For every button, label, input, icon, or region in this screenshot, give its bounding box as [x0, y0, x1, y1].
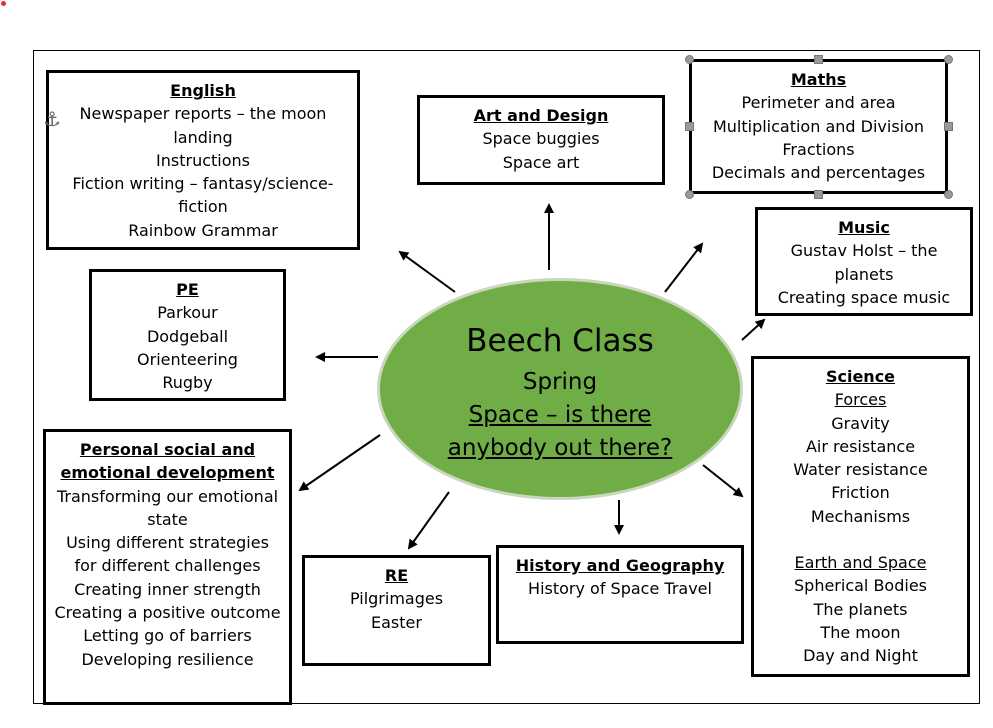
term-label: Spring: [522, 369, 598, 395]
art-line: Space buggies: [482, 129, 600, 149]
pe-line: Rugby: [162, 373, 213, 393]
re-line: Pilgrimages: [349, 589, 444, 609]
re-box: RE Pilgrimages Easter: [302, 555, 491, 666]
topic-line: anybody out there?: [447, 435, 673, 461]
pshe-line: Letting go of barriers: [83, 626, 252, 646]
history-line: History of Space Travel: [528, 579, 712, 599]
music-title: Music: [838, 218, 890, 237]
resize-handle-bottom-right[interactable]: [944, 190, 953, 199]
english-line: Newspaper reports – the moon: [79, 104, 327, 124]
art-line: Space art: [502, 152, 580, 172]
red-dot-marker: [1, 1, 6, 6]
pshe-line: Using different strategies: [66, 533, 269, 553]
resize-handle-top-left[interactable]: [685, 55, 694, 64]
pshe-line: Developing resilience: [81, 649, 254, 669]
pe-title: PE: [176, 280, 199, 299]
science-line: Water resistance: [793, 460, 928, 480]
arrow-to-re: [407, 491, 450, 550]
arrow-to-science: [702, 464, 744, 498]
pshe-title: Personal social and: [79, 440, 256, 459]
pshe-box: Personal social and emotional developmen…: [43, 429, 292, 705]
english-line: Fiction writing – fantasy/science-: [72, 174, 334, 194]
maths-title: Maths: [790, 70, 847, 89]
spacer: [754, 528, 967, 551]
arrow-to-english: [398, 250, 456, 293]
science-box: Science Forces Gravity Air resistance Wa…: [751, 356, 970, 677]
page-frame: [33, 50, 980, 704]
arrow-to-music: [741, 318, 766, 341]
pe-line: Orienteering: [137, 349, 238, 369]
science-subheading-forces: Forces: [834, 390, 887, 410]
science-line: Day and Night: [803, 646, 918, 666]
science-line: Air resistance: [805, 436, 916, 456]
science-line: Gravity: [831, 413, 890, 433]
class-title: Beech Class: [466, 323, 654, 359]
resize-handle-top[interactable]: [814, 55, 823, 64]
resize-handle-bottom-left[interactable]: [685, 190, 694, 199]
topic-title: Space – is there anybody out there?: [380, 399, 740, 465]
english-line: Instructions: [156, 150, 250, 170]
art-design-title: Art and Design: [473, 106, 609, 125]
pe-box: PE Parkour Dodgeball Orienteering Rugby: [89, 269, 286, 401]
pe-line: Parkour: [157, 303, 218, 323]
art-design-box: Art and Design Space buggies Space art: [417, 95, 665, 185]
resize-handle-bottom[interactable]: [814, 190, 823, 199]
english-box: English Newspaper reports – the moon lan…: [46, 70, 360, 250]
arrow-to-pshe: [298, 434, 381, 492]
pshe-line: state: [147, 509, 188, 529]
history-geography-box: History and Geography History of Space T…: [496, 545, 744, 644]
resize-handle-right[interactable]: [944, 122, 953, 131]
topic-line: Space – is there: [468, 402, 652, 428]
maths-line: Multiplication and Division: [712, 116, 925, 136]
pshe-line: Creating inner strength: [74, 579, 261, 599]
arrow-to-maths: [664, 242, 704, 293]
resize-handle-top-right[interactable]: [944, 55, 953, 64]
pshe-line: Transforming our emotional: [56, 486, 279, 506]
pshe-title: emotional development: [60, 463, 275, 483]
maths-line: Perimeter and area: [741, 93, 896, 113]
science-subheading-earth-space: Earth and Space: [794, 553, 927, 573]
history-geography-title: History and Geography: [515, 556, 725, 575]
music-line: Gustav Holst – the: [790, 241, 938, 261]
maths-box[interactable]: Maths Perimeter and area Multiplication …: [689, 59, 948, 194]
music-line: planets: [834, 264, 894, 284]
maths-line: Decimals and percentages: [711, 163, 926, 183]
maths-line: Fractions: [782, 139, 855, 159]
science-line: Friction: [831, 483, 890, 503]
anchor-icon: ⚓: [43, 107, 61, 131]
science-line: The planets: [813, 599, 908, 619]
center-topic-ellipse: Beech Class Spring Space – is there anyb…: [377, 278, 743, 500]
re-title: RE: [384, 566, 409, 585]
pshe-line: for different challenges: [74, 556, 261, 576]
science-line: Spherical Bodies: [794, 576, 927, 596]
pe-line: Dodgeball: [146, 326, 229, 346]
music-line: Creating space music: [777, 287, 951, 307]
science-title: Science: [825, 367, 896, 386]
science-line: The moon: [820, 622, 901, 642]
english-line: landing: [173, 127, 233, 147]
music-box: Music Gustav Holst – the planets Creatin…: [755, 207, 973, 316]
english-line: Rainbow Grammar: [128, 220, 278, 240]
english-title: English: [170, 81, 236, 100]
english-line: fiction: [178, 197, 228, 217]
science-line: Mechanisms: [810, 506, 911, 526]
resize-handle-left[interactable]: [685, 122, 694, 131]
pshe-line: Creating a positive outcome: [54, 603, 281, 623]
re-line: Easter: [371, 612, 422, 632]
